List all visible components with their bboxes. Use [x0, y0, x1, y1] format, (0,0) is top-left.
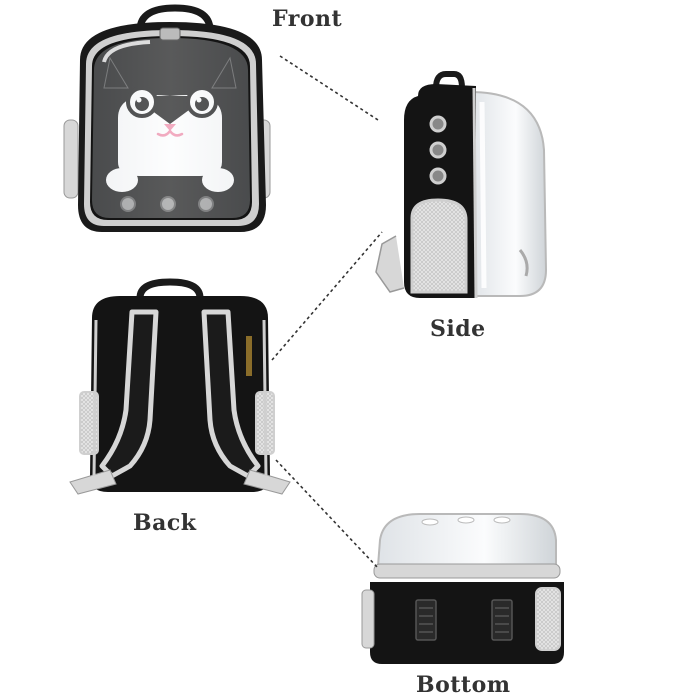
back-strap-tails [69, 469, 291, 495]
label-bottom: Bottom [416, 672, 511, 698]
bottom-grey-band [373, 563, 561, 579]
bottom-black-base [370, 582, 564, 664]
label-back: Back [133, 510, 197, 536]
front-view-backpack [63, 4, 271, 232]
side-view-backpack [375, 71, 548, 299]
bottom-mesh-pocket [535, 587, 561, 651]
front-handle [136, 4, 214, 31]
side-vent-1 [429, 115, 447, 133]
leader-back-bottom [275, 459, 379, 569]
back-view-backpack [69, 278, 291, 495]
side-handle [433, 71, 465, 89]
front-clear-dome [92, 38, 250, 218]
side-strap [375, 235, 405, 293]
bottom-vent-right [491, 599, 513, 641]
leader-side-back [271, 231, 383, 361]
side-clear-dome [469, 90, 548, 297]
side-vent-2 [429, 141, 447, 159]
leader-front-side [279, 55, 379, 121]
side-mesh-pocket [410, 198, 468, 294]
side-vent-3 [429, 167, 447, 185]
bottom-vent-left [415, 599, 437, 641]
front-zipper [159, 27, 181, 41]
front-left-strap [63, 119, 79, 199]
label-side: Side [430, 316, 486, 342]
back-handle [136, 278, 204, 299]
label-front: Front [272, 6, 343, 32]
leader-lines [271, 55, 383, 569]
bottom-clear-dome [376, 513, 557, 567]
back-left-shoulder-strap [99, 309, 159, 479]
bottom-side-strap [361, 589, 375, 649]
bottom-view-backpack [361, 513, 564, 664]
